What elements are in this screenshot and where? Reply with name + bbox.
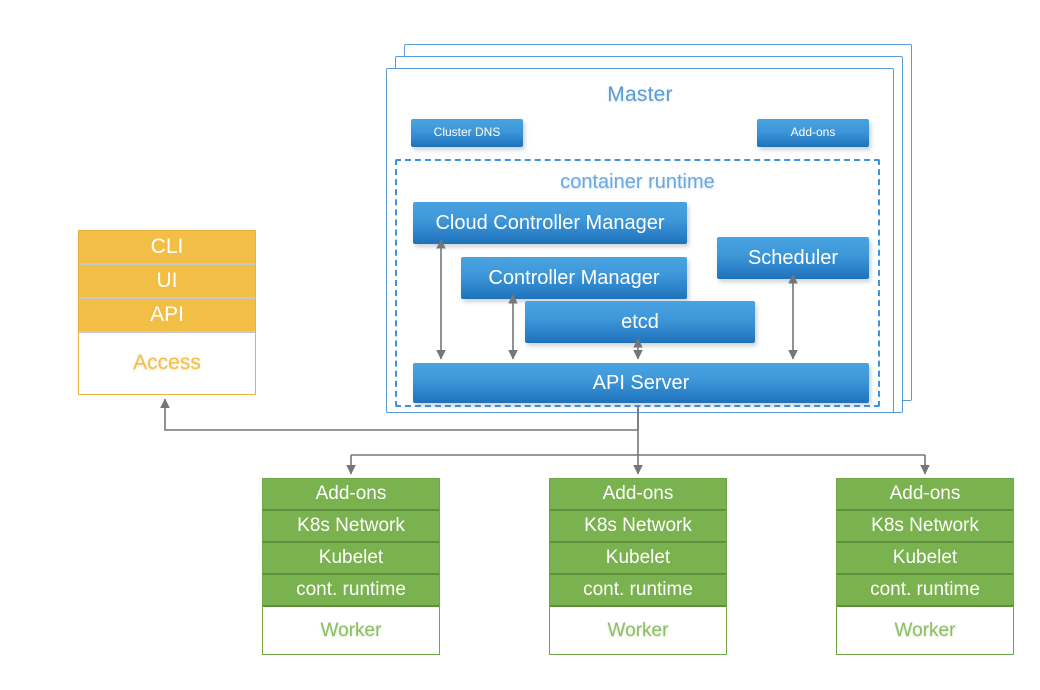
worker-node-2: Add-ons K8s Network Kubelet cont. runtim… bbox=[549, 478, 727, 655]
worker-3-bar-cont-runtime[interactable]: cont. runtime bbox=[837, 575, 1013, 607]
worker-2-bar-cont-runtime[interactable]: cont. runtime bbox=[550, 575, 726, 607]
cloud-controller-manager-box[interactable]: Cloud Controller Manager bbox=[413, 202, 687, 244]
controller-manager-box[interactable]: Controller Manager bbox=[461, 257, 687, 299]
worker-1-bar-cont-runtime[interactable]: cont. runtime bbox=[263, 575, 439, 607]
worker-1-bar-k8s-network[interactable]: K8s Network bbox=[263, 511, 439, 543]
etcd-box[interactable]: etcd bbox=[525, 301, 755, 343]
worker-2-bar-addons[interactable]: Add-ons bbox=[550, 479, 726, 511]
access-bar-api[interactable]: API bbox=[79, 299, 255, 333]
worker-3-bar-addons[interactable]: Add-ons bbox=[837, 479, 1013, 511]
worker-1-bar-kubelet[interactable]: Kubelet bbox=[263, 543, 439, 575]
access-label: Access bbox=[79, 333, 255, 392]
worker-node-3: Add-ons K8s Network Kubelet cont. runtim… bbox=[836, 478, 1014, 655]
cluster-dns-box[interactable]: Cluster DNS bbox=[411, 119, 523, 147]
worker-node-1: Add-ons K8s Network Kubelet cont. runtim… bbox=[262, 478, 440, 655]
worker-2-bar-kubelet[interactable]: Kubelet bbox=[550, 543, 726, 575]
worker-2-bar-k8s-network[interactable]: K8s Network bbox=[550, 511, 726, 543]
worker-1-label: Worker bbox=[263, 607, 439, 654]
scheduler-box[interactable]: Scheduler bbox=[717, 237, 869, 279]
access-group: CLI UI API Access bbox=[78, 230, 256, 395]
api-server-box[interactable]: API Server bbox=[413, 363, 869, 403]
master-addons-box[interactable]: Add-ons bbox=[757, 119, 869, 147]
access-bar-ui[interactable]: UI bbox=[79, 265, 255, 299]
container-runtime-title: container runtime bbox=[560, 171, 715, 193]
worker-1-bar-addons[interactable]: Add-ons bbox=[263, 479, 439, 511]
worker-2-label: Worker bbox=[550, 607, 726, 654]
worker-3-label: Worker bbox=[837, 607, 1013, 654]
worker-3-bar-kubelet[interactable]: Kubelet bbox=[837, 543, 1013, 575]
access-bar-cli[interactable]: CLI bbox=[79, 231, 255, 265]
worker-3-bar-k8s-network[interactable]: K8s Network bbox=[837, 511, 1013, 543]
master-title: Master bbox=[607, 83, 673, 106]
